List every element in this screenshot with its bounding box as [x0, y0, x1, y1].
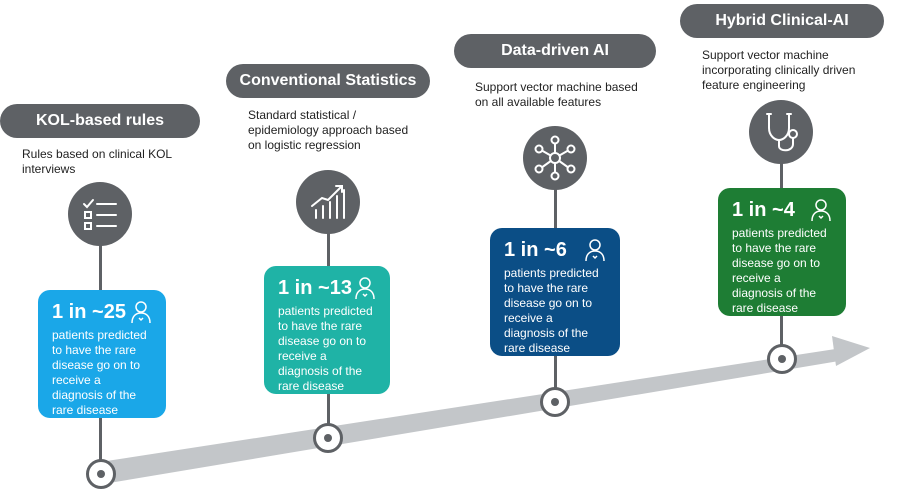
stage-3-result-text: patients predicted to have the rare dise…: [504, 266, 599, 355]
patient-icon: [355, 277, 375, 300]
stage-3-result-card: 1 in ~6 patients predicted to have the r…: [490, 228, 620, 356]
stage-3-icon-circle: [523, 126, 587, 190]
stage-1-marker: [86, 459, 116, 489]
stage-2-marker: [313, 423, 343, 453]
stage-2-result-text: patients predicted to have the rare dise…: [278, 304, 373, 393]
stage-4-ratio: 1 in ~4: [732, 198, 795, 221]
stage-2-description: Standard statistical / epidemiology appr…: [248, 108, 409, 152]
stage-4-icon-circle: [749, 100, 813, 164]
stage-4-marker: [767, 344, 797, 374]
stage-1-ratio: 1 in ~25: [52, 300, 126, 323]
network-icon: [534, 135, 576, 181]
stage-4-title: Hybrid Clinical-AI: [680, 4, 884, 38]
stage-1-result-card: 1 in ~25 patients predicted to have the …: [38, 290, 166, 418]
stage-2-icon-circle: [296, 170, 360, 234]
stage-3-marker: [540, 387, 570, 417]
stage-4-result-card: 1 in ~4 patients predicted to have the r…: [718, 188, 846, 316]
stage-1-icon-circle: [68, 182, 132, 246]
stage-3-ratio: 1 in ~6: [504, 238, 567, 261]
stage-3-description: Support vector machine based on all avai…: [475, 80, 638, 109]
stage-2-title: Conventional Statistics: [226, 64, 430, 98]
stage-4-description: Support vector machine incorporating cli…: [702, 48, 856, 92]
stage-3-title: Data-driven AI: [454, 34, 656, 68]
stethoscope-icon: [766, 113, 798, 152]
stage-1-result-text: patients predicted to have the rare dise…: [52, 328, 147, 417]
stage-1-description: Rules based on clinical KOL interviews: [22, 147, 172, 176]
patient-icon: [585, 239, 605, 262]
stage-1-title: KOL-based rules: [0, 104, 200, 138]
trend-chart-icon: [311, 185, 345, 219]
stage-2-ratio: 1 in ~13: [278, 276, 352, 299]
stage-2-result-card: 1 in ~13 patients predicted to have the …: [264, 266, 390, 394]
patient-icon: [131, 301, 151, 324]
patient-icon: [811, 199, 831, 222]
stage-4-result-text: patients predicted to have the rare dise…: [732, 226, 827, 315]
checklist-icon: [83, 199, 117, 230]
